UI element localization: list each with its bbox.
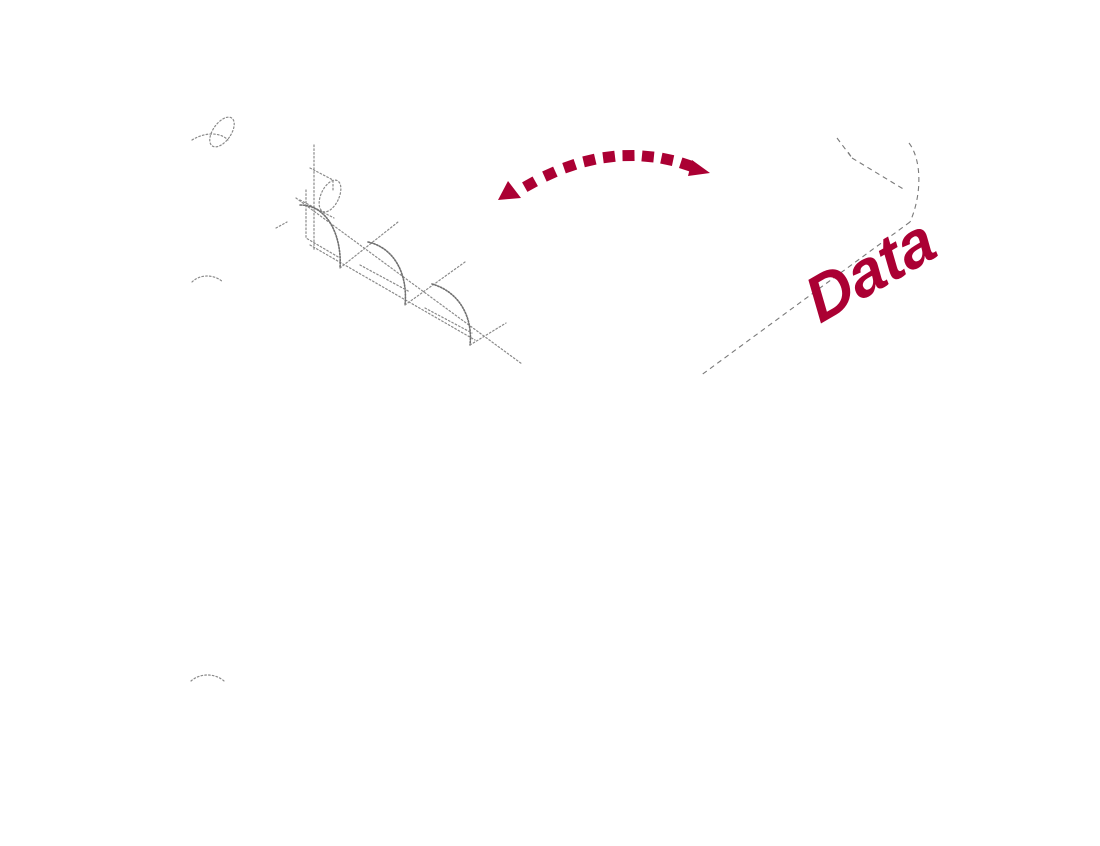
arrow-dash-segment <box>622 150 635 162</box>
arrow-dash-segment <box>522 176 538 192</box>
arrow-dash-segment <box>602 150 616 164</box>
arrow-dash-segment <box>582 153 597 168</box>
arc-mark-upper <box>191 275 224 283</box>
arrow-dash-segment <box>562 159 578 174</box>
arrow-dash-segment <box>542 166 558 182</box>
double-headed-arrow <box>498 150 710 200</box>
data-label: Data <box>794 203 947 337</box>
arrow-dash-segment <box>678 157 694 172</box>
wireframe-machine-sketch <box>275 144 523 365</box>
arc-mark-lower <box>190 674 225 682</box>
arrow-dash-segment <box>641 150 655 163</box>
arrow-head-right <box>688 160 710 176</box>
arrow-dash-segment <box>660 152 675 167</box>
arrow-head-left <box>498 181 521 200</box>
data-frame-sketch <box>699 137 920 377</box>
loop-sketch <box>191 116 235 148</box>
